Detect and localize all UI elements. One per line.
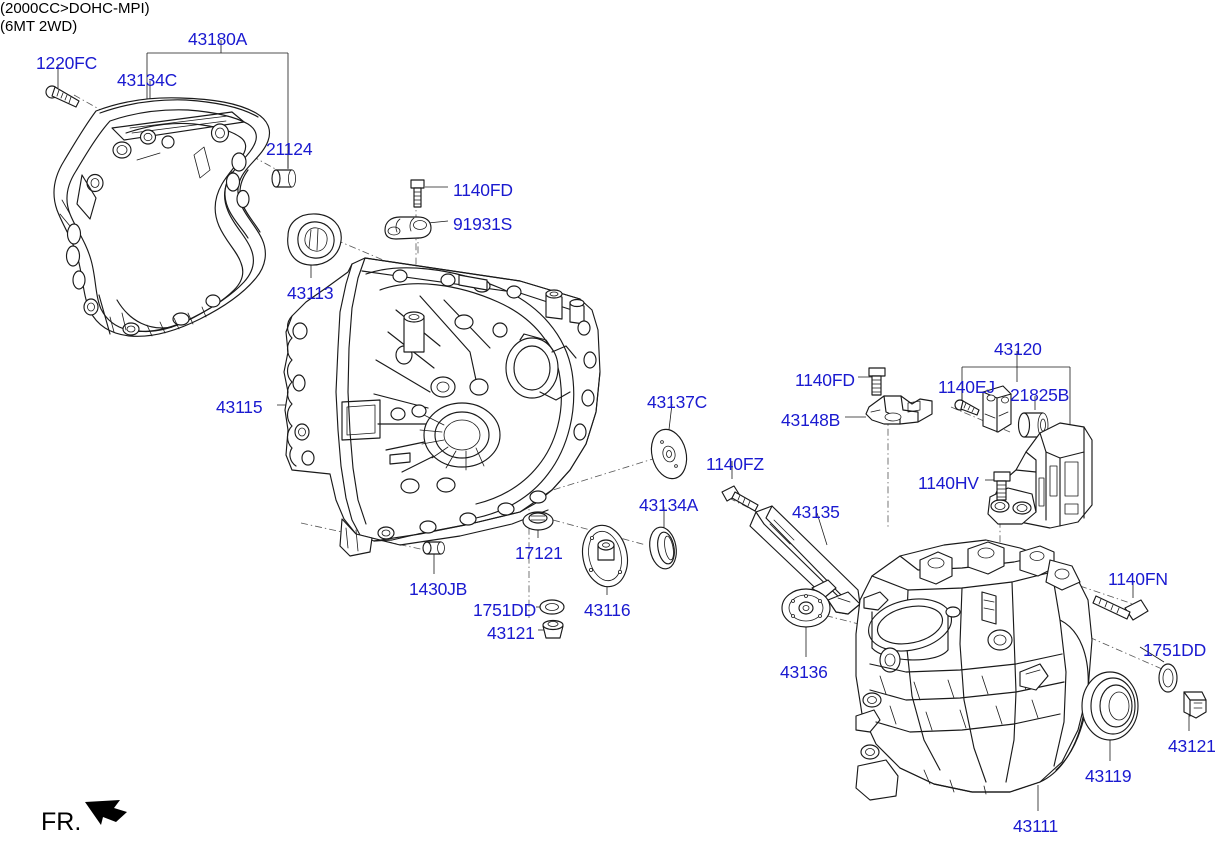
part-label-1140fz[interactable]: 1140FZ	[706, 454, 764, 474]
part-label-43135[interactable]: 43135	[792, 502, 840, 522]
part-label-91931s[interactable]: 91931S	[453, 214, 513, 234]
part-43148b-bracket	[865, 395, 933, 425]
part-label-43136[interactable]: 43136	[780, 662, 828, 682]
part-mount-stopper-small	[982, 385, 1012, 433]
part-17121-plug	[522, 511, 554, 531]
part-1140ej-bolt	[954, 399, 980, 416]
part-label-43120[interactable]: 43120	[994, 339, 1042, 359]
part-1140fd-bolt-upper	[410, 179, 425, 208]
part-1140fd-bolt-right	[868, 367, 886, 396]
part-43119-bearing	[1081, 671, 1139, 741]
part-label-21825b[interactable]: 21825B	[1010, 385, 1070, 405]
part-1140fz-bolt	[721, 485, 759, 512]
part-label-1430jb[interactable]: 1430JB	[409, 579, 468, 599]
part-label-17121[interactable]: 17121	[515, 543, 563, 563]
part-label-43119[interactable]: 43119	[1085, 766, 1132, 786]
part-43134a-oil-seal	[649, 526, 677, 570]
part-label-1751dd[interactable]: 1751DD	[1143, 640, 1207, 660]
diagram-title-line2: (6MT 2WD)	[0, 18, 78, 35]
part-43116-rotor	[581, 524, 629, 588]
part-1220fc-bolt	[45, 85, 80, 108]
part-label-43137c[interactable]: 43137C	[647, 392, 708, 412]
part-label-43115[interactable]: 43115	[216, 397, 263, 417]
part-43121-drain-plug-right	[1183, 691, 1207, 719]
diagram-title-line1: (2000CC>DOHC-MPI)	[0, 0, 150, 17]
part-1751dd-washer-right	[1158, 663, 1178, 693]
fr-direction-arrow	[85, 800, 127, 825]
part-43115-clutch-housing	[283, 257, 601, 557]
part-label-1220fc[interactable]: 1220FC	[36, 53, 98, 73]
part-21124-dowel-pin	[271, 169, 296, 188]
part-label-1140fd[interactable]: 1140FD	[795, 370, 855, 390]
part-43113-seal	[287, 213, 342, 266]
part-43120-mount-bracket	[987, 422, 1093, 529]
part-label-43111[interactable]: 43111	[1013, 816, 1059, 836]
part-label-43113[interactable]: 43113	[287, 283, 334, 303]
part-label-43148b[interactable]: 43148B	[781, 410, 841, 430]
part-label-43134a[interactable]: 43134A	[639, 495, 699, 515]
part-43134c-housing-plate	[53, 97, 271, 337]
part-91931s-clamp	[384, 216, 432, 240]
part-label-43134c[interactable]: 43134C	[117, 70, 178, 90]
part-label-43121[interactable]: 43121	[1168, 736, 1216, 756]
diagram-title: (2000CC>DOHC-MPI) (6MT 2WD)	[0, 0, 150, 36]
part-43121-drain-plug-left	[542, 619, 564, 639]
part-label-43180a[interactable]: 43180A	[188, 29, 248, 49]
part-label-1140fn[interactable]: 1140FN	[1108, 569, 1168, 589]
part-1430jb-plug	[422, 541, 445, 555]
part-label-43121[interactable]: 43121	[487, 623, 535, 643]
part-43111-transmission-case	[855, 539, 1093, 801]
part-label-43116[interactable]: 43116	[584, 600, 631, 620]
part-43137c-disc	[650, 428, 688, 480]
part-43135-shift-lever	[749, 505, 861, 615]
part-1751dd-washer-left	[539, 599, 565, 615]
leader-bracket-43180A	[146, 40, 289, 168]
part-label-1140ej[interactable]: 1140EJ	[938, 377, 995, 397]
part-label-1140hv[interactable]: 1140HV	[918, 473, 979, 493]
leader-bracket-43120	[961, 351, 1071, 430]
part-label-21124[interactable]: 21124	[266, 139, 313, 159]
fr-orientation-label: FR.	[41, 808, 82, 836]
part-43136-rotor	[781, 588, 831, 628]
part-1140hv-bolt	[993, 471, 1011, 501]
part-label-1140fd[interactable]: 1140FD	[453, 180, 513, 200]
part-label-1751dd[interactable]: 1751DD	[473, 600, 537, 620]
part-1140fn-bolt	[1092, 595, 1149, 621]
